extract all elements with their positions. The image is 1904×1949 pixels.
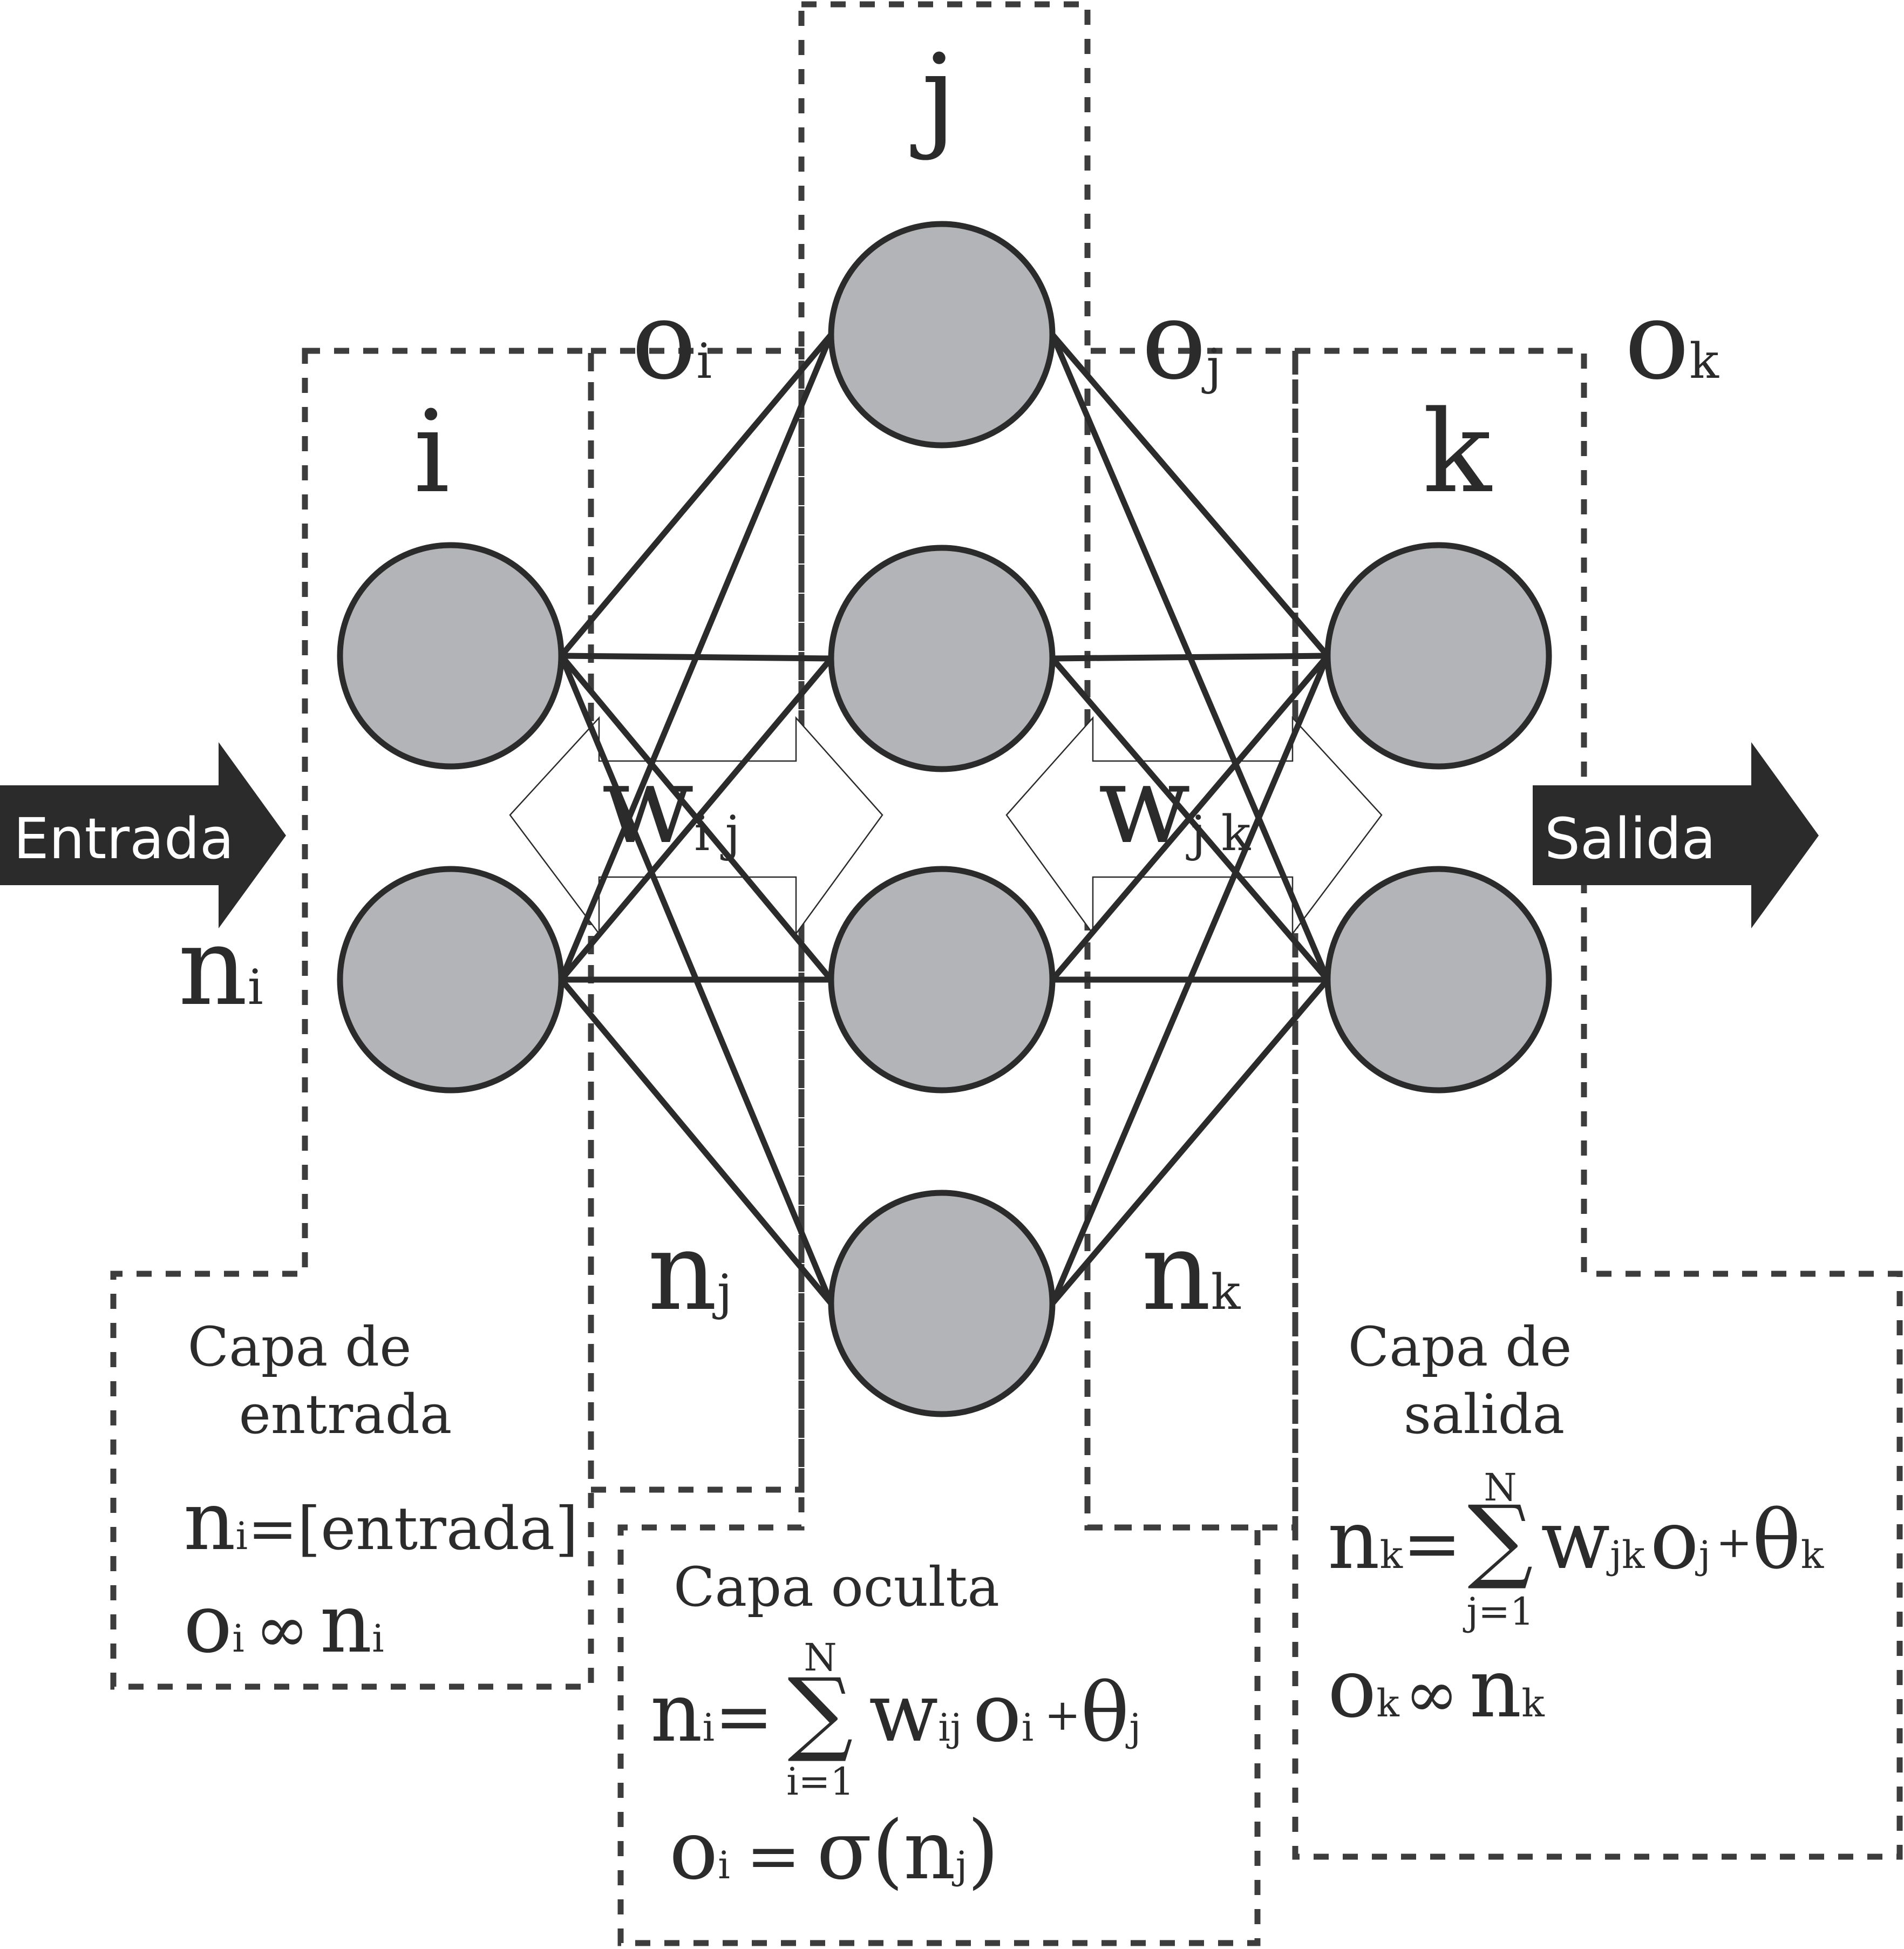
- output-sum-upper: N: [1484, 1465, 1517, 1510]
- output-layer-box: Capa de salida nk= N ∑ j=1 wjkoj+θk ok∞n…: [1328, 1315, 1824, 1736]
- entrada-arrow: Entrada: [0, 742, 286, 928]
- hidden-sum-upper: N: [804, 1635, 837, 1680]
- output-box-formula-1-lhs: nk=: [1328, 1493, 1461, 1587]
- hidden-sum-symbol: ∑: [787, 1659, 853, 1765]
- edge-ij-1-0: [558, 333, 834, 981]
- input-box-formula-1: ni=[entrada]: [183, 1475, 578, 1568]
- hidden-output-bottom-region: [1084, 348, 1298, 1531]
- hidden-box-formula-2: oi=σ(nj): [669, 1804, 999, 1898]
- output-label-k: ok: [1624, 278, 1719, 404]
- entrada-arrow-shape: [0, 742, 286, 928]
- hidden-output-gap-region: [588, 348, 805, 1493]
- edge-ij-0-0: [559, 332, 834, 658]
- output-layer-region: [1292, 348, 1903, 1860]
- input-neuron-1: [337, 542, 565, 770]
- output-layer-index: k: [1423, 386, 1492, 518]
- input-layer-region: [110, 348, 594, 1690]
- input-layer-index: i: [413, 386, 450, 518]
- output-label-j: oj: [1141, 278, 1221, 404]
- salida-arrow-label: Salida: [1545, 806, 1716, 872]
- edge-jk-2-0: [1050, 654, 1330, 982]
- neurons: [337, 221, 1552, 1417]
- hidden-box-formula-1-lhs: ni=: [650, 1666, 773, 1760]
- weight-label-ij: wi j: [602, 742, 740, 868]
- input-layer-box: Capa de entrada ni=[entrada] oi∞ni: [183, 1315, 578, 1671]
- connections: [558, 332, 1331, 1306]
- salida-arrow: Salida: [1533, 742, 1819, 928]
- output-box-formula-2: ok∞nk: [1328, 1642, 1545, 1736]
- edge-jk-0-0: [1050, 332, 1330, 658]
- hidden-neuron-4: [828, 1190, 1056, 1417]
- input-neuron-2: [337, 866, 565, 1094]
- input-box-formula-2: oi∞ni: [183, 1577, 384, 1671]
- output-neuron-2: [1324, 866, 1552, 1094]
- hidden-neuron-1: [828, 221, 1056, 449]
- hidden-box-title: Capa oculta: [674, 1556, 999, 1619]
- output-neuron-1: [1324, 542, 1552, 770]
- edge-jk-1-0: [1052, 653, 1328, 662]
- hidden-sum-lower: i=1: [786, 1760, 854, 1804]
- hidden-neuron-3: [828, 866, 1056, 1094]
- salida-arrow-shape: [1533, 742, 1819, 928]
- hidden-neuron-2: [828, 545, 1056, 772]
- output-label-i: oi: [631, 278, 712, 404]
- hidden-layer-index: j: [910, 30, 956, 162]
- count-label-j: nj: [648, 1209, 732, 1335]
- output-sum-symbol: ∑: [1467, 1486, 1533, 1593]
- input-box-title-line2: entrada: [239, 1383, 452, 1446]
- output-box-formula-1-rhs: wjkoj+θk: [1541, 1493, 1824, 1587]
- output-sum-lower: j=1: [1463, 1590, 1534, 1634]
- entrada-arrow-label: Entrada: [13, 806, 234, 872]
- count-label-k: nk: [1141, 1209, 1241, 1335]
- edge-jk-3-0: [1049, 654, 1331, 1305]
- weight-label-jk: wj k: [1098, 742, 1252, 868]
- edge-jk-3-1: [1050, 977, 1330, 1306]
- count-label-i: ni: [178, 904, 263, 1030]
- edge-ij-1-3: [559, 977, 834, 1306]
- output-box-title-line1: Capa de: [1348, 1315, 1572, 1378]
- input-box-title-line1: Capa de: [188, 1315, 412, 1378]
- edge-ij-1-1: [559, 656, 834, 982]
- output-box-title-line2: salida: [1404, 1383, 1565, 1446]
